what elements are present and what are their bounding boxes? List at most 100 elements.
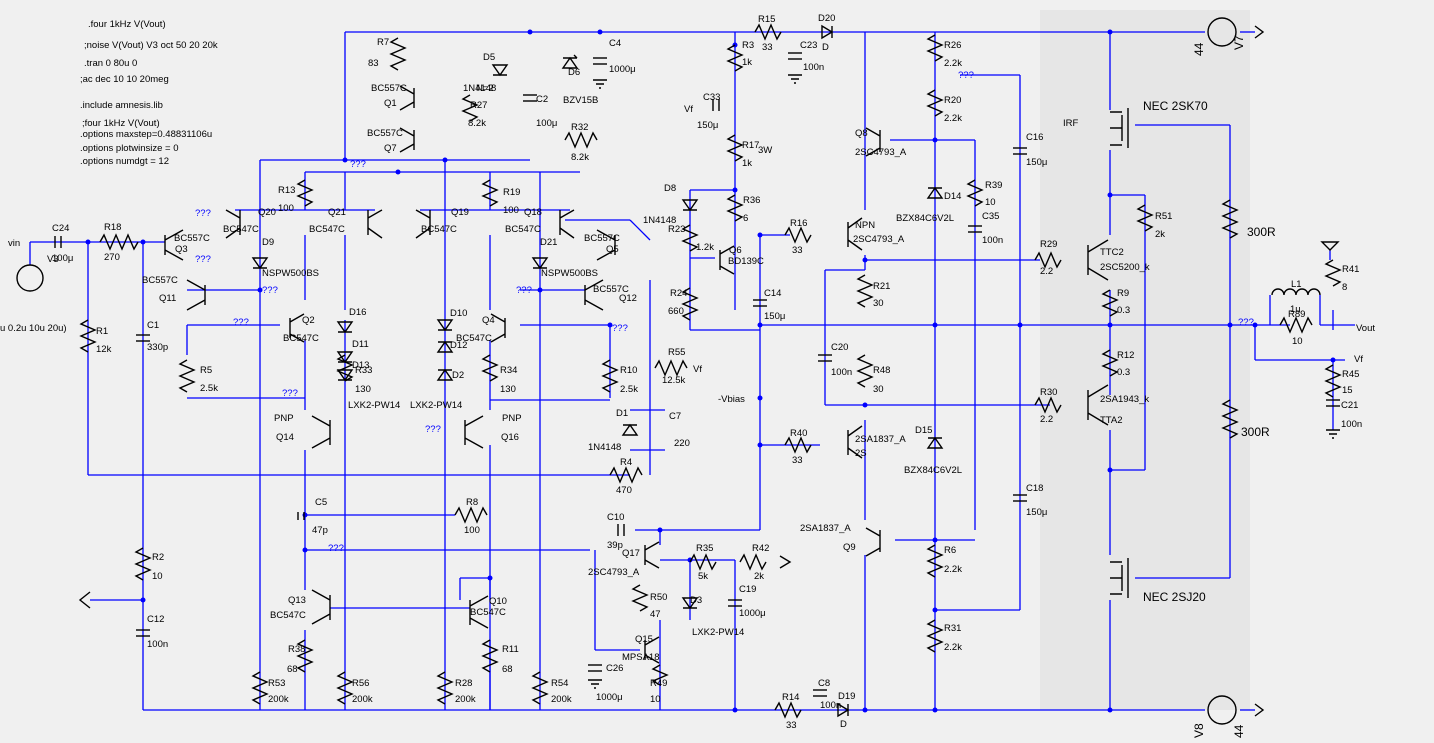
diode-ref: D11: [352, 339, 369, 350]
resistor-ref: R17: [742, 140, 759, 151]
label: N=2: [476, 83, 494, 94]
resistor-ref: R11: [502, 644, 519, 655]
net-vf: Vf: [1354, 354, 1363, 365]
resistor-value: 270: [104, 252, 120, 263]
resistor-ref: R18: [104, 222, 121, 233]
transistor-value: PNP: [502, 413, 522, 424]
label: V7: [1232, 35, 1246, 50]
resistor-value: 2.2: [1040, 266, 1053, 277]
resistor-value: 8: [1342, 282, 1347, 293]
diode-value: BZX84C6V2L: [904, 465, 962, 476]
diode-ref: D10: [450, 308, 467, 319]
resistor-ref: R29: [1040, 239, 1057, 250]
resistor-ref: R13: [278, 185, 295, 196]
resistor-value: 83: [368, 58, 379, 69]
transistor-value: 2SC5200_k: [1100, 262, 1150, 273]
resistor-value: 5k: [698, 571, 708, 582]
resistor-ref: R9: [1117, 288, 1129, 299]
resistor-value: 100: [464, 525, 480, 536]
resistor-ref: R8: [466, 497, 478, 508]
transistor-ref: Q12: [619, 293, 637, 304]
transistor-ref: Q6: [729, 245, 742, 256]
resistor-ref: R45: [1342, 369, 1359, 380]
capacitor-value: 150μ: [1026, 507, 1047, 518]
capacitor-value: 150μ: [697, 120, 718, 131]
resistor-ref: R12: [1117, 350, 1134, 361]
transistor-value: BC557C: [367, 128, 403, 139]
net-vf: Vf: [684, 104, 693, 115]
diode-value: LXK2-PW14: [692, 627, 744, 638]
capacitor-ref: C23: [800, 40, 817, 51]
resistor-ref: R24: [670, 288, 687, 299]
net-neg-vbias: -Vbias: [718, 394, 745, 405]
transistor-ref: Q10: [489, 596, 507, 607]
resistor-ref: R21: [873, 281, 890, 292]
diode-ref: D12: [450, 340, 467, 351]
capacitor-ref: C18: [1026, 483, 1043, 494]
resistor-value: 470: [616, 485, 632, 496]
capacitor-value: 100n: [1341, 419, 1362, 430]
transistor-ref: 2S: [855, 448, 867, 459]
transistor-value: BC557C: [174, 233, 210, 244]
resistor-ref: R7: [377, 37, 389, 48]
transistor-ref: TTA2: [1100, 415, 1123, 426]
transistor-value: PNP: [274, 413, 294, 424]
label: IRF: [1063, 118, 1079, 129]
resistor-value: 1.2k: [696, 242, 714, 253]
transistor-ref: Q15: [635, 634, 653, 645]
unknown-node: ???: [958, 70, 974, 81]
capacitor-ref: C26: [606, 663, 623, 674]
transistor-ref: TTC2: [1100, 247, 1124, 258]
directive: .tran 0 80u 0: [84, 58, 137, 69]
transistor-ref: Q21: [328, 207, 346, 218]
resistor-ref: R42: [752, 543, 769, 554]
diode-ref: D2: [452, 370, 464, 381]
resistor-ref: R40: [790, 428, 807, 439]
capacitor-value: 100n: [831, 367, 852, 378]
diode-ref: D20: [818, 13, 835, 24]
resistor-ref: R38: [288, 644, 305, 655]
resistor-ref: R15: [758, 14, 775, 25]
label: u 0.2u 10u 20u): [0, 323, 67, 334]
resistor-value: 10: [985, 197, 996, 208]
net-labels: vin Vout Vf Vf Vf -Vbias ??? ??? ??? ???…: [8, 70, 1375, 554]
capacitor-value: 330p: [147, 342, 168, 353]
resistor-ref: R2: [152, 552, 164, 563]
transistor-ref: Q2: [302, 315, 315, 326]
directive: .options numdgt = 12: [80, 156, 169, 167]
transistor-ref: Q4: [482, 315, 495, 326]
transistor-value: BC547C: [309, 224, 345, 235]
resistor-ref: R33: [355, 365, 372, 376]
capacitor-ref: C4: [609, 38, 621, 49]
misc-labels: NEC 2SK70 NEC 2SJ20 IRF L1 1u N=2 3W: [476, 83, 1302, 604]
spice-directives: .four 1kHz V(Vout) ;noise V(Vout) V3 oct…: [80, 19, 218, 167]
capacitor-ref: C8: [818, 678, 830, 689]
resistor-ref: R14: [782, 692, 799, 703]
label: 3W: [758, 145, 772, 156]
resistor-value: 0.3: [1117, 367, 1130, 378]
resistor-value: 0.3: [1117, 305, 1130, 316]
resistor-ref: R1: [96, 326, 108, 337]
net-vout: Vout: [1356, 323, 1375, 334]
transistor-value: BC547C: [456, 333, 492, 344]
resistor-value: 130: [355, 384, 371, 395]
capacitor-ref: C16: [1026, 132, 1043, 143]
unknown-node: ???: [262, 285, 278, 296]
resistor-value: 33: [762, 42, 773, 53]
directive: .options maxstep=0.48831106u: [80, 129, 212, 140]
resistor-ref: R39: [985, 180, 1002, 191]
transistor-ref: Q7: [384, 143, 397, 154]
capacitor-value: 150μ: [1026, 157, 1047, 168]
resistor-value: 200k: [455, 694, 476, 705]
diode-value: LXK2-PW14: [348, 400, 400, 411]
transistor-ref: Q17: [622, 548, 640, 559]
resistor-value: 300R: [1241, 425, 1270, 439]
transistor-ref: Q5: [606, 244, 619, 255]
resistor-value: 15: [1342, 385, 1353, 396]
resistor-value: 33: [786, 720, 797, 731]
resistor-value: 100: [503, 205, 519, 216]
transistor-ref: Q20: [258, 207, 276, 218]
label: 44: [1192, 42, 1206, 56]
diode-ref: D15: [915, 425, 932, 436]
